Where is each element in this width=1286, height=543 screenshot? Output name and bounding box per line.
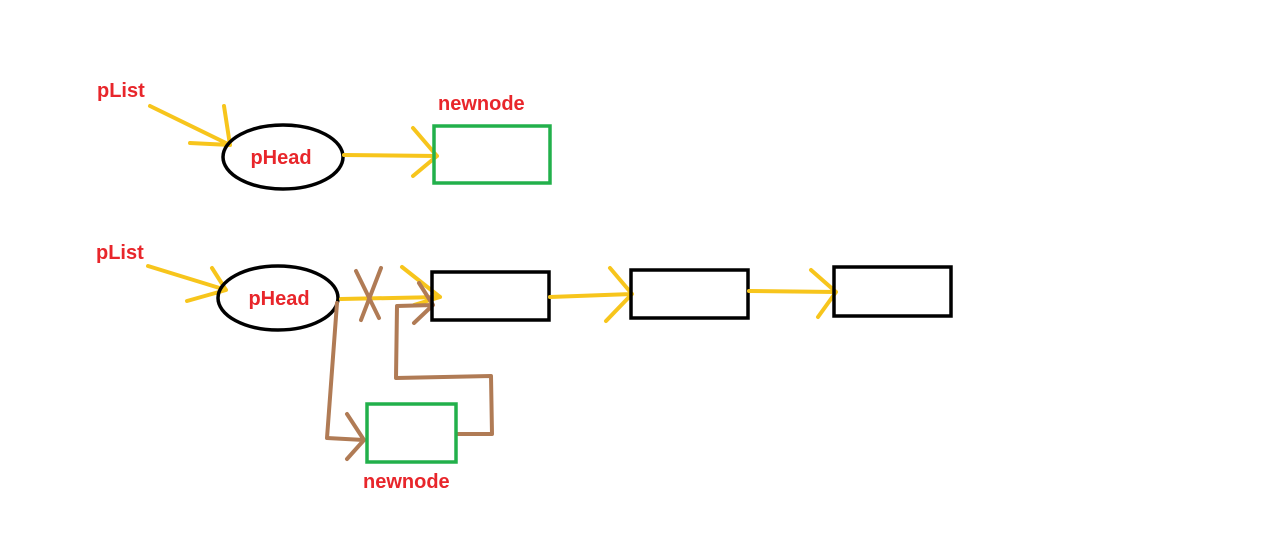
bottom-plist-label: pList	[96, 242, 144, 264]
break-link-x-mark	[354, 266, 383, 322]
newnode-to-node1-link	[394, 281, 494, 436]
top-newnode-box	[432, 124, 552, 185]
bottom-list-node-2	[629, 268, 750, 320]
top-phead-node	[221, 123, 345, 191]
bottom-newnode-label: newnode	[363, 471, 450, 493]
node1-to-node2-arrow	[548, 266, 634, 323]
bottom-phead-label: pHead	[248, 288, 309, 310]
top-newnode-label: newnode	[438, 93, 525, 115]
node2-to-node3-arrow	[747, 268, 838, 319]
bottom-list-node-3	[832, 265, 953, 318]
top-phead-to-newnode-arrow	[342, 126, 439, 178]
bottom-list-node-1	[430, 270, 551, 322]
phead-to-newnode-link	[325, 301, 366, 461]
top-phead-label: pHead	[250, 147, 311, 169]
bottom-phead-node	[216, 264, 340, 332]
bottom-phead-to-node1-arrow	[339, 265, 442, 307]
top-plist-arrow	[148, 104, 232, 147]
top-diagram: pList pHead newnode	[97, 80, 552, 191]
bottom-plist-arrow	[146, 264, 228, 303]
bottom-diagram: pList pHead newnode	[96, 242, 953, 493]
bottom-newnode-box	[365, 402, 458, 464]
top-plist-label: pList	[97, 80, 145, 102]
